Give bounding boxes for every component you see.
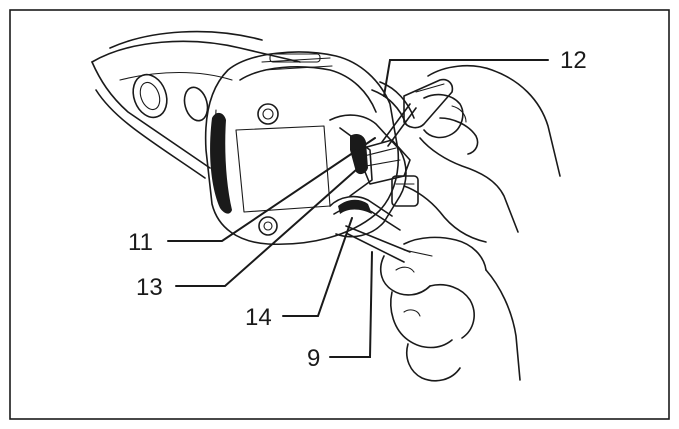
leader-13 bbox=[175, 161, 366, 287]
screwdriver bbox=[381, 78, 454, 147]
leader-11 bbox=[167, 137, 376, 242]
leader-14 bbox=[282, 217, 353, 317]
callout-leaders bbox=[167, 59, 549, 358]
upper-hand bbox=[403, 64, 561, 243]
leader-12 bbox=[383, 59, 549, 97]
callout-label-12: 12 bbox=[560, 47, 587, 74]
callout-label-9: 9 bbox=[307, 345, 320, 372]
leader-9 bbox=[329, 251, 373, 358]
tool-body bbox=[91, 30, 419, 246]
callout-label-11: 11 bbox=[128, 229, 153, 256]
brush-pick bbox=[345, 225, 433, 263]
callout-label-13: 13 bbox=[136, 274, 163, 301]
callout-label-14: 14 bbox=[245, 304, 272, 331]
lower-hand bbox=[379, 236, 521, 382]
figure-frame bbox=[9, 9, 670, 420]
